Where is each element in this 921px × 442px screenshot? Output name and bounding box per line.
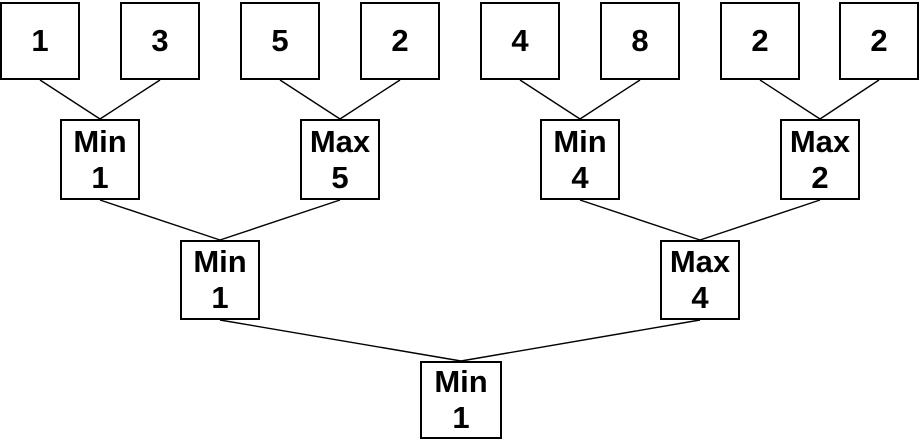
leaf-node-2a: 2 [360,2,440,80]
node-op: Min [193,244,247,279]
edge [699,199,821,241]
min-node-level2-b: Min 4 [540,119,620,200]
node-op: Min [73,123,127,159]
node-op: Max [309,123,371,159]
leaf-value: 3 [151,23,169,58]
edge [579,199,701,241]
edge [759,79,821,120]
edge [39,79,101,120]
node-op: Min [553,123,607,159]
leaf-value: 2 [870,23,888,58]
node-op: Min [434,364,488,399]
leaf-node-4: 4 [480,2,560,80]
edge [99,199,221,241]
leaf-node-8: 8 [600,2,680,80]
leaf-node-3: 3 [120,2,200,80]
node-value: 1 [452,400,470,435]
min-node-level3: Min 1 [180,240,260,320]
edge [579,79,641,120]
node-op: Max [789,123,851,159]
min-node-level2-a: Min 1 [60,119,140,200]
leaf-node-5: 5 [240,2,320,80]
leaf-value: 1 [31,23,49,58]
node-value: 1 [91,159,109,195]
leaf-value: 5 [271,23,289,58]
leaf-node-2b: 2 [720,2,800,80]
edge [99,79,161,120]
leaf-value: 2 [391,23,409,58]
node-value: 1 [211,280,229,315]
edge [219,319,462,362]
edge [279,79,341,120]
edge [219,199,341,241]
leaf-node-1: 1 [0,2,80,80]
leaf-value: 8 [631,23,649,58]
max-node-level2-b: Max 2 [780,119,860,200]
node-value: 4 [571,159,589,195]
node-value: 4 [691,280,709,315]
leaf-value: 2 [751,23,769,58]
max-node-level2-a: Max 5 [300,119,380,200]
leaf-value: 4 [511,23,529,58]
edge [460,319,701,362]
edge [519,79,581,120]
max-node-level3: Max 4 [660,240,740,320]
node-op: Max [669,244,731,279]
leaf-node-2c: 2 [839,2,919,80]
edge [819,79,880,120]
root-min-node: Min 1 [420,361,502,439]
node-value: 5 [331,159,349,195]
node-value: 2 [811,159,829,195]
edge [339,79,401,120]
